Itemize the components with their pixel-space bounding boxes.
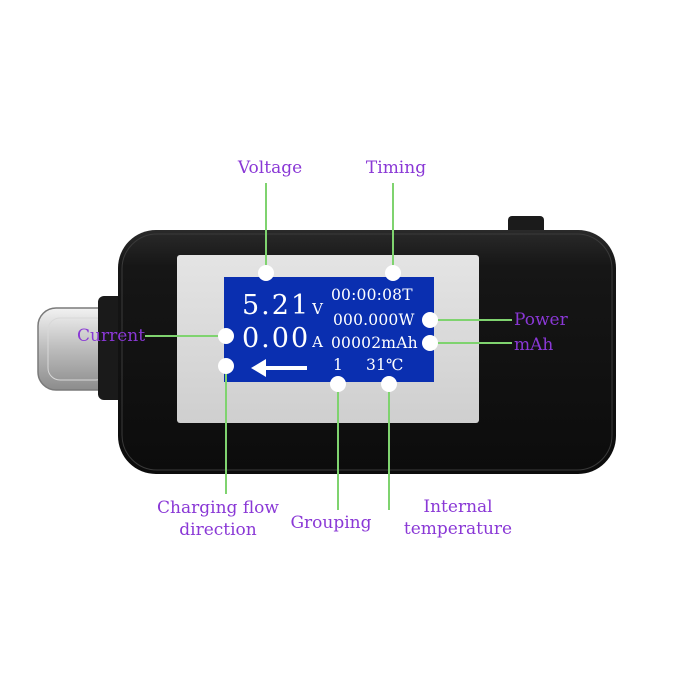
power-marker [422, 312, 438, 328]
grouping-marker [330, 376, 346, 392]
current-label: Current [77, 326, 146, 346]
timing-marker [385, 265, 401, 281]
mah-label: mAh [514, 335, 554, 355]
voltage-label: Voltage [237, 158, 303, 178]
temperature-marker [381, 376, 397, 392]
current-value: 0.00 [242, 323, 311, 354]
current-marker [218, 328, 234, 344]
usb-c-plug [37, 296, 128, 400]
power-readout: 000.000W [333, 311, 415, 329]
capacity-readout: 00002mAh [331, 334, 418, 352]
mah-marker [422, 335, 438, 351]
internal-temperature-label: Internal temperature [404, 496, 512, 540]
voltage-value: 5.21 [242, 290, 311, 321]
voltage-unit: V [312, 300, 323, 318]
marker-dots [218, 265, 438, 392]
temperature-readout: 31℃ [366, 356, 404, 374]
charging-flow-label-line2: direction [179, 520, 257, 540]
leader-lines [145, 183, 512, 510]
internal-temperature-label-line1: Internal [423, 497, 493, 517]
current-unit: A [312, 333, 323, 351]
group-readout: 1 [333, 356, 344, 374]
timing-label: Timing [365, 158, 427, 178]
grouping-label: Grouping [290, 513, 372, 533]
timing-readout: 00:00:08T [331, 286, 413, 304]
voltage-marker [258, 265, 274, 281]
charging-flow-label-line1: Charging flow [157, 498, 279, 518]
charging-flow-label: Charging flow direction [157, 497, 279, 541]
power-label: Power [514, 310, 568, 330]
flow-arrow-icon [251, 359, 307, 377]
internal-temperature-label-line2: temperature [403, 519, 513, 539]
charging-flow-marker [218, 358, 234, 374]
